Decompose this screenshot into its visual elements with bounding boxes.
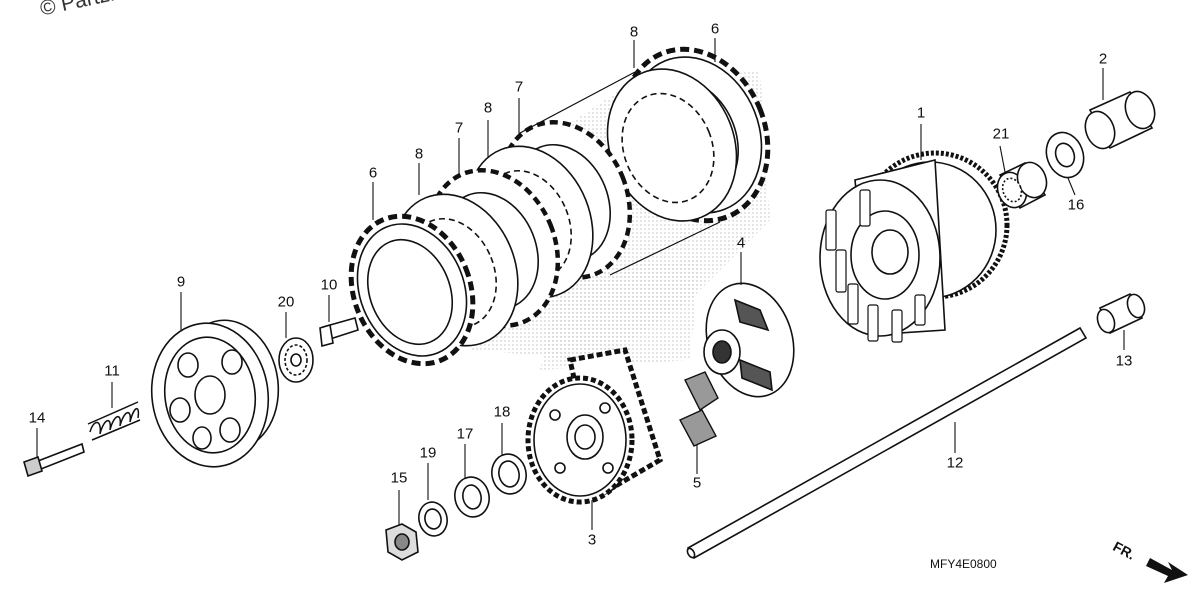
- washer-18: [491, 453, 527, 495]
- washer-17: [454, 476, 490, 518]
- clutch-pushrod: [686, 326, 1088, 560]
- forward-arrow-icon: [1146, 558, 1188, 583]
- callout-1: 1: [916, 104, 926, 122]
- callout-10: 10: [320, 276, 338, 294]
- washer-19: [418, 501, 448, 537]
- callout-5: 5: [692, 474, 702, 492]
- callout-17: 17: [456, 425, 474, 443]
- callout-7-rear: 7: [514, 78, 524, 96]
- callout-13: 13: [1115, 352, 1133, 370]
- flange-bolt-10: [319, 317, 359, 348]
- pressure-plate: [150, 319, 280, 468]
- clutch-outer-housing: [819, 150, 1010, 343]
- callout-21: 21: [992, 125, 1010, 143]
- clutch-plate-stack: [348, 46, 771, 367]
- callout-4: 4: [736, 234, 746, 252]
- callout-2: 2: [1098, 50, 1108, 68]
- callout-18: 18: [493, 403, 511, 421]
- callout-8-middle: 8: [483, 99, 493, 117]
- clutch-spring: [87, 401, 141, 441]
- clutch-plate-8-upper: [606, 68, 738, 222]
- callout-3: 3: [587, 531, 597, 549]
- diagram-code: MFY4E0800: [930, 557, 997, 571]
- leader-lines: [36, 38, 1125, 530]
- callout-11: 11: [104, 362, 120, 380]
- callout-14: 14: [28, 409, 46, 427]
- clutch-center-hub: [525, 347, 663, 505]
- lifter-shoes: [679, 371, 719, 447]
- callout-6-front: 6: [368, 164, 378, 182]
- callout-16: 16: [1067, 196, 1085, 214]
- callout-6-rear: 6: [710, 20, 720, 38]
- lock-nut: [385, 523, 419, 561]
- callout-19: 19: [419, 444, 437, 462]
- callout-8-front: 8: [414, 145, 424, 163]
- callout-8-rear: 8: [629, 23, 639, 41]
- callout-9: 9: [176, 273, 186, 291]
- collar-2: [1084, 90, 1156, 150]
- callout-12: 12: [946, 454, 964, 472]
- release-bearing: [278, 337, 314, 383]
- clutch-bolt-14: [23, 442, 85, 478]
- needle-bearing: [996, 161, 1048, 210]
- callout-15: 15: [390, 469, 408, 487]
- thrust-washer-16: [1045, 131, 1085, 179]
- lifter-plate: [703, 282, 795, 398]
- callout-20: 20: [277, 293, 295, 311]
- callout-7-front: 7: [454, 119, 464, 137]
- collar-13: [1096, 292, 1146, 335]
- friction-disc-6-front: [348, 213, 476, 367]
